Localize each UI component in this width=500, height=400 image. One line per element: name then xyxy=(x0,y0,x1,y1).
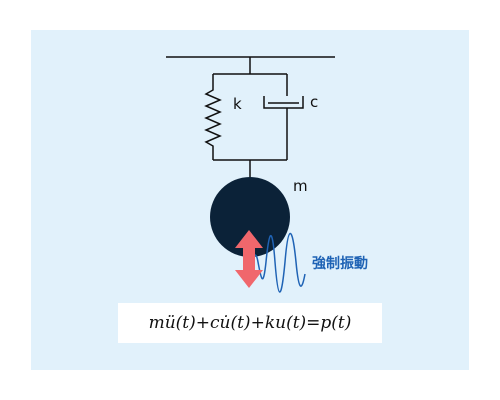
double-arrow-icon xyxy=(235,230,263,288)
forced-vibration-wave xyxy=(249,232,306,293)
equation-text: mü(t)+cu̇(t)+ku(t)=p(t) xyxy=(148,313,352,333)
damper-label: c xyxy=(310,93,318,111)
mass-label: m xyxy=(293,177,308,195)
spring-label: k xyxy=(233,95,242,113)
spring xyxy=(204,74,222,160)
forced-vibration-label: 強制振動 xyxy=(312,255,368,272)
damper xyxy=(263,74,304,160)
equation-box: mü(t)+cu̇(t)+ku(t)=p(t) xyxy=(118,303,382,343)
